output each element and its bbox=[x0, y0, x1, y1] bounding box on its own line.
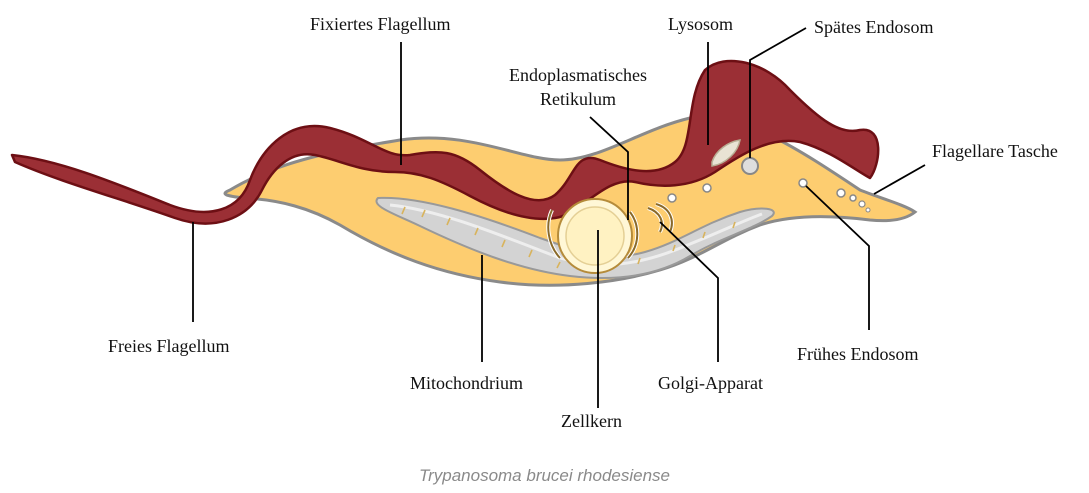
flagellar-pocket-organelle bbox=[859, 201, 865, 207]
vesicle bbox=[850, 195, 856, 201]
vesicle bbox=[668, 194, 676, 202]
label-golgi: Golgi-Apparat bbox=[658, 372, 763, 394]
label-nucleus: Zellkern bbox=[561, 410, 622, 432]
label-mitochondrion: Mitochondrium bbox=[410, 372, 523, 394]
label-free-flagellum: Freies Flagellum bbox=[108, 335, 229, 357]
label-lysosome: Lysosom bbox=[668, 13, 733, 35]
label-late-endosome: Spätes Endosom bbox=[814, 16, 934, 38]
label-er-line2: Retikulum bbox=[478, 88, 678, 110]
label-early-endosome: Frühes Endosom bbox=[797, 343, 919, 365]
vesicle bbox=[703, 184, 711, 192]
label-flagellar-pocket: Flagellare Tasche bbox=[932, 140, 1058, 162]
label-fixed-flagellum: Fixiertes Flagellum bbox=[310, 13, 450, 35]
vesicle bbox=[837, 189, 845, 197]
late-endosome-organelle bbox=[742, 158, 758, 174]
early-endosome-organelle bbox=[799, 179, 807, 187]
label-er-line1: Endoplasmatisches bbox=[478, 64, 678, 86]
figure-caption: Trypanosoma brucei rhodesiense bbox=[0, 466, 1089, 486]
